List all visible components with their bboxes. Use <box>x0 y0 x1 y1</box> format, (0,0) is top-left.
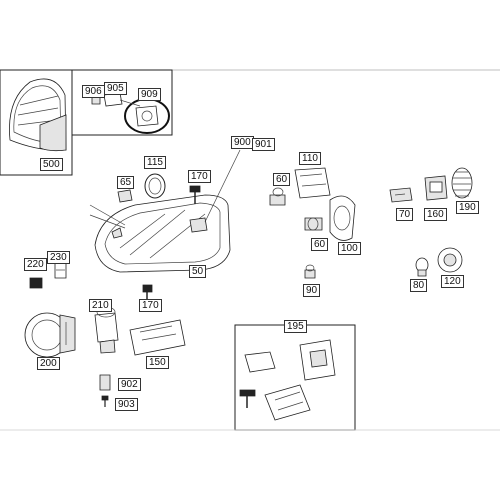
callout-901: 901 <box>252 138 275 151</box>
part-902-connector <box>99 374 111 391</box>
part-65-grommet <box>117 189 133 203</box>
callout-210: 210 <box>89 299 112 312</box>
callout-170-top: 170 <box>188 170 211 183</box>
callout-65: 65 <box>117 176 135 189</box>
callout-160: 160 <box>424 208 447 221</box>
callout-80: 80 <box>410 279 428 292</box>
part-120-socket <box>437 247 463 273</box>
part-100-reflector <box>329 195 356 241</box>
headlamp-assembly <box>94 194 231 273</box>
part-903-screw <box>101 395 109 407</box>
callout-909: 909 <box>138 88 161 101</box>
callout-190: 190 <box>456 201 479 214</box>
part-160-socket <box>424 175 448 201</box>
part-60-bulb-b <box>304 217 323 231</box>
callout-220: 220 <box>24 258 47 271</box>
part-230-holder <box>54 261 67 279</box>
part-90-bulb <box>304 264 316 279</box>
part-80-bulb <box>415 257 429 277</box>
part-60-bulb-a <box>269 187 286 206</box>
callout-70: 70 <box>396 208 414 221</box>
part-220-clip <box>29 277 43 289</box>
part-70-bulb <box>389 187 413 203</box>
callout-230: 230 <box>47 251 70 264</box>
callout-905: 905 <box>104 82 127 95</box>
part-110-bracket <box>294 167 331 199</box>
part-200-fog-lamp <box>24 312 76 358</box>
part-190-fan-cap <box>451 167 473 199</box>
callout-500: 500 <box>40 158 63 171</box>
callout-60-a: 60 <box>273 173 291 186</box>
callout-900: 900 <box>231 136 254 149</box>
callout-110: 110 <box>299 152 321 165</box>
callout-100: 100 <box>338 242 361 255</box>
callout-903: 903 <box>115 398 138 411</box>
callout-902: 902 <box>118 378 141 391</box>
callout-906: 906 <box>82 85 105 98</box>
callout-170-bottom: 170 <box>139 299 162 312</box>
callout-60-b: 60 <box>311 238 329 251</box>
callout-195: 195 <box>284 320 307 333</box>
headlamp-lens-inset <box>9 78 67 152</box>
callout-90: 90 <box>303 284 321 297</box>
part-170-screw-bottom <box>142 284 153 300</box>
callout-200: 200 <box>37 357 60 370</box>
callout-50: 50 <box>189 265 207 278</box>
callout-150: 150 <box>146 356 169 369</box>
callout-115: 115 <box>144 156 166 169</box>
part-115-ring <box>144 173 166 199</box>
part-170-screw-top <box>189 185 201 204</box>
callout-120: 120 <box>441 275 464 288</box>
part-210-bulb <box>94 306 119 354</box>
kit-195-parts <box>239 339 336 421</box>
part-150-ballast <box>129 319 186 356</box>
inset-socket-frame <box>71 69 173 136</box>
